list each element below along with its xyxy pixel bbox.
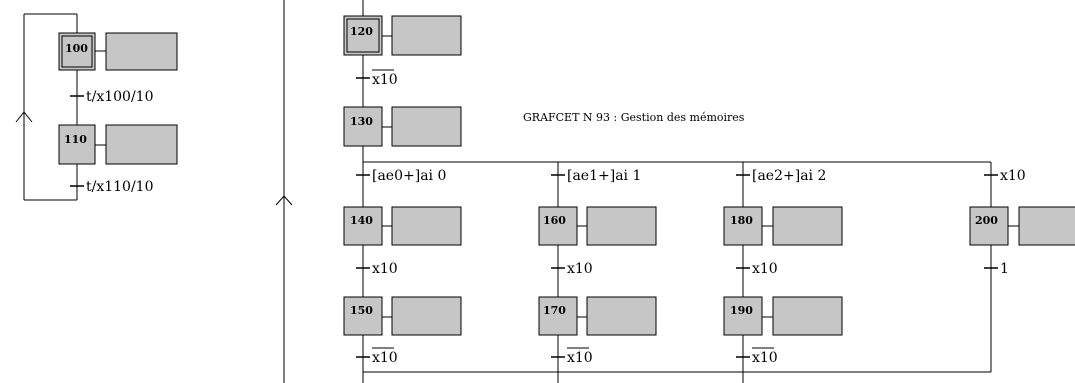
step-150: 150 xyxy=(343,296,462,336)
transition-label: 1 xyxy=(1000,261,1009,277)
action-box xyxy=(391,106,462,147)
transition-label: [ae1+]ai 1 xyxy=(567,168,641,184)
step-number: 180 xyxy=(730,214,753,227)
step-170: 170 xyxy=(538,296,657,336)
step-number: 160 xyxy=(543,214,566,227)
step-140: 140 xyxy=(343,206,462,246)
transition-label: x10 xyxy=(372,72,398,88)
step-number: 100 xyxy=(65,42,88,55)
action-box xyxy=(1018,206,1075,246)
action-box xyxy=(391,15,462,56)
step-number: 150 xyxy=(350,304,373,317)
transition-label: t/x110/10 xyxy=(86,179,154,195)
transition-label: x10 xyxy=(567,350,593,366)
step-number: 120 xyxy=(350,25,373,38)
action-box xyxy=(391,296,462,336)
step-number: 110 xyxy=(64,133,87,146)
action-box xyxy=(105,124,178,165)
action-box xyxy=(105,32,178,71)
right-grafcet-links xyxy=(275,0,998,383)
transition-label: x10 xyxy=(372,350,398,366)
action-box xyxy=(772,206,843,246)
step-number: 200 xyxy=(975,214,998,227)
step-number: 170 xyxy=(543,304,566,317)
step-200: 200 xyxy=(969,206,1075,246)
step-180: 180 xyxy=(723,206,843,246)
step-130: 130 xyxy=(343,106,462,147)
step-110: 110 xyxy=(58,124,178,165)
step-100: 100 xyxy=(58,32,178,71)
diagram-title: GRAFCET N 93 : Gestion des mémoires xyxy=(523,111,745,124)
step-120: 120 xyxy=(343,15,462,56)
transition-label: x10 xyxy=(752,350,778,366)
left-grafcet xyxy=(15,13,84,201)
action-box xyxy=(586,296,657,336)
action-box xyxy=(772,296,843,336)
step-number: 140 xyxy=(350,214,373,227)
step-number: 190 xyxy=(730,304,753,317)
transition-label: x10 xyxy=(567,261,593,277)
transition-label: x10 xyxy=(752,261,778,277)
transition-label: x10 xyxy=(372,261,398,277)
action-box xyxy=(391,206,462,246)
action-box xyxy=(586,206,657,246)
transition-label: t/x100/10 xyxy=(86,89,154,105)
step-number: 130 xyxy=(350,115,373,128)
transition-label: [ae2+]ai 2 xyxy=(752,168,826,184)
step-190: 190 xyxy=(723,296,843,336)
step-160: 160 xyxy=(538,206,657,246)
transition-label: x10 xyxy=(1000,168,1026,184)
transition-label: [ae0+]ai 0 xyxy=(372,168,446,184)
